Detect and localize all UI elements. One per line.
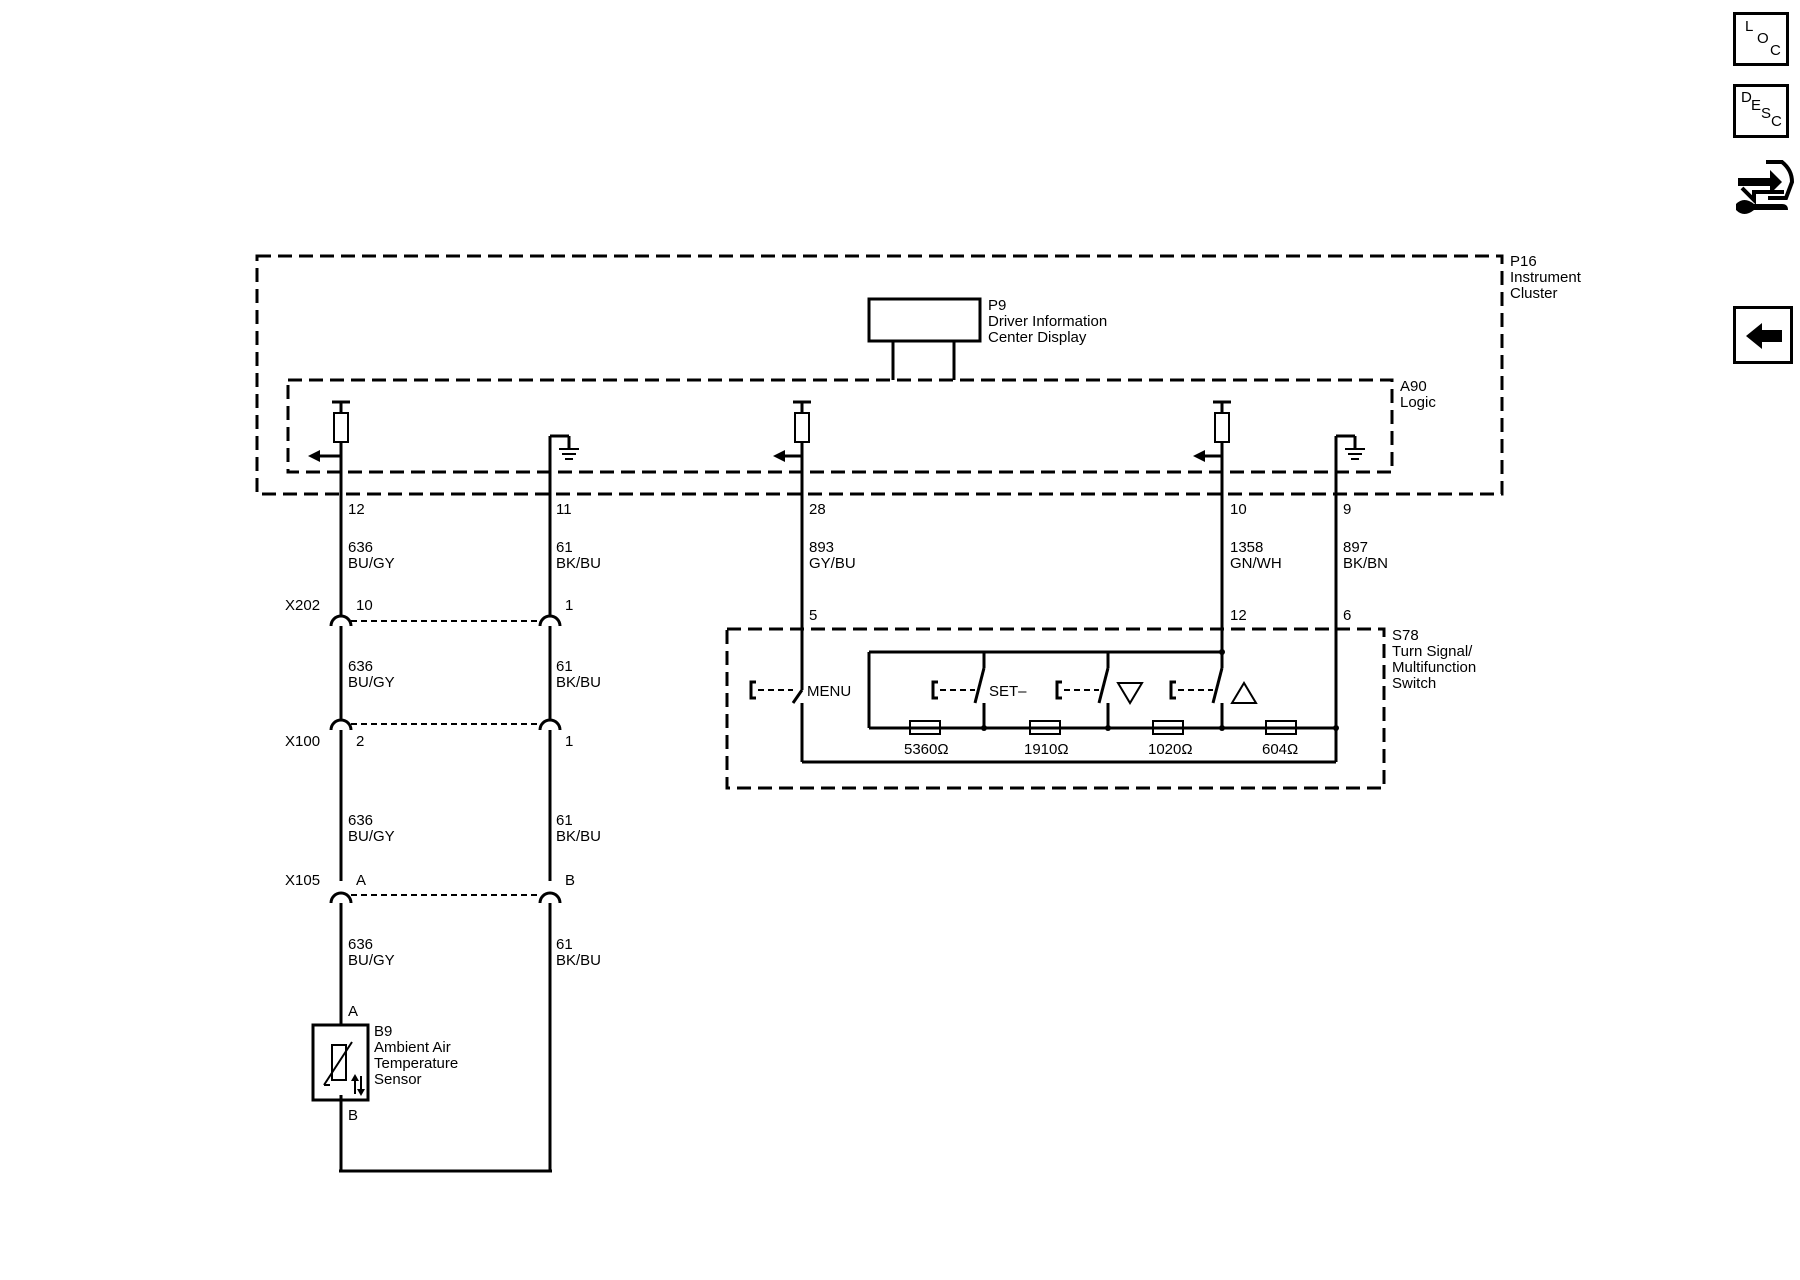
a90-name: Logic: [1400, 394, 1436, 411]
wire-897-circuit: 897: [1343, 539, 1368, 556]
p16-instrument-cluster-boundary: [255, 254, 1504, 496]
pullup-pin-10-fuse-icon: [1193, 400, 1231, 462]
menu-switch-label: MENU: [807, 683, 851, 700]
s78-name-line1: Turn Signal/: [1392, 643, 1473, 660]
p16-name-line2: Cluster: [1510, 285, 1558, 302]
p16-name-line1: Instrument: [1510, 269, 1582, 286]
resistor-4-value: 604Ω: [1262, 741, 1298, 758]
pullup-pin-28-fuse-icon: [773, 400, 811, 462]
connector-x202-pin-left: 10: [356, 597, 373, 614]
wire-636-circuit-4: 636: [348, 936, 373, 953]
resistor-2-value: 1910Ω: [1024, 741, 1069, 758]
wire-636-circuit: 636: [348, 539, 373, 556]
b9-pin-a: A: [348, 1003, 358, 1020]
p16-pin-28: 28: [809, 501, 826, 518]
b9-name-line2: Temperature: [374, 1055, 458, 1072]
s78-name-line3: Switch: [1392, 675, 1436, 692]
wire-1358-color: GN/WH: [1230, 555, 1282, 572]
wire-636-circuit-2: 636: [348, 658, 373, 675]
loc-icon-letter-o: O: [1757, 30, 1769, 47]
connector-x100: [329, 718, 562, 731]
pullup-pin-12-fuse-icon: [308, 400, 350, 462]
wire-636-color: BU/GY: [348, 555, 395, 572]
resistor-3-value: 1020Ω: [1148, 741, 1193, 758]
b9-name-line1: Ambient Air: [374, 1039, 451, 1056]
p16-pin-12: 12: [348, 501, 365, 518]
junction-pin-6: [1333, 725, 1339, 731]
b9-id: B9: [374, 1023, 392, 1040]
back-button[interactable]: [1733, 306, 1793, 364]
ground-pin-11-ground-icon: [548, 434, 579, 494]
wire-61-circuit: 61: [556, 539, 573, 556]
connector-x202: [329, 614, 562, 627]
desc-icon-letter-s: S: [1761, 105, 1772, 122]
desc-icon-letter-d: D: [1741, 89, 1752, 106]
s78-pin-5: 5: [809, 607, 817, 624]
wire-61-color: BK/BU: [556, 555, 601, 572]
switch-ladder: [802, 650, 1338, 764]
set-switch: [931, 652, 987, 731]
connector-x100-pin-right: 1: [565, 733, 573, 750]
connector-x100-pin-left: 2: [356, 733, 364, 750]
b9-thermistor-icon: [311, 1023, 370, 1102]
up-switch-up-triangle-icon: [1169, 649, 1258, 731]
wire-897-color: BK/BN: [1343, 555, 1388, 572]
p16-pin-11: 11: [556, 501, 572, 518]
wire-61-color-2: BK/BU: [556, 674, 601, 691]
wire-61-color-4: BK/BU: [556, 952, 601, 969]
p9-driver-information-center-display: [867, 297, 982, 380]
wire-636-color-3: BU/GY: [348, 828, 395, 845]
resistor-1-body: [909, 720, 941, 735]
p9-id: P9: [988, 297, 1006, 314]
wire-636-color-2: BU/GY: [348, 674, 395, 691]
s78-name-line2: Multifunction: [1392, 659, 1476, 676]
p16-pin-10: 10: [1230, 501, 1247, 518]
connector-x105-name: X105: [285, 872, 320, 889]
connector-x202-pin-right: 1: [565, 597, 573, 614]
down-switch-down-triangle-icon: [1055, 652, 1144, 731]
resistor-2-body: [1029, 720, 1061, 735]
wire-61-circuit-4: 61: [556, 936, 573, 953]
menu-switch: [749, 680, 804, 762]
wire-1358-circuit: 1358: [1230, 539, 1263, 556]
wire-636-circuit-3: 636: [348, 812, 373, 829]
connector-x202-name: X202: [285, 597, 320, 614]
p9-name-line2: Center Display: [988, 329, 1087, 346]
s78-id: S78: [1392, 627, 1419, 644]
s78-switch-boundary: [725, 627, 1386, 790]
resistor-1-value: 5360Ω: [904, 741, 949, 758]
set-switch-label: SET–: [989, 683, 1027, 700]
back-arrow-icon: [1746, 323, 1782, 349]
connector-x105-pin-right: B: [565, 872, 575, 889]
wire-61-circuit-3: 61: [556, 812, 573, 829]
wire-61-circuit-2: 61: [556, 658, 573, 675]
loc-button[interactable]: L O C: [1733, 12, 1789, 66]
p16-pin-9: 9: [1343, 501, 1351, 518]
desc-button[interactable]: D E S C: [1733, 84, 1789, 138]
desc-icon-letter-e: E: [1751, 97, 1762, 114]
wire-893-color: GY/BU: [809, 555, 856, 572]
a90-id: A90: [1400, 378, 1427, 395]
b9-pin-b: B: [348, 1107, 358, 1124]
wire-61-color-3: BK/BU: [556, 828, 601, 845]
loc-icon-letter-c: C: [1770, 42, 1781, 59]
connector-x105-pin-left: A: [356, 872, 366, 889]
p16-id: P16: [1510, 253, 1537, 270]
desc-icon-letter-c: C: [1771, 113, 1782, 130]
a90-logic-boundary: [286, 378, 1394, 474]
connector-hand-icon[interactable]: [1730, 152, 1796, 218]
wire-893-circuit: 893: [809, 539, 834, 556]
p9-name-line1: Driver Information: [988, 313, 1107, 330]
connector-x100-name: X100: [285, 733, 320, 750]
resistor-4-body: [1265, 720, 1297, 735]
ground-pin-9-ground-icon: [1334, 434, 1365, 494]
loc-icon-letter-l: L: [1745, 18, 1754, 35]
b9-name-line3: Sensor: [374, 1071, 422, 1088]
resistor-3-body: [1152, 720, 1184, 735]
s78-pin-12: 12: [1230, 607, 1247, 624]
connector-x105: [329, 891, 562, 904]
wire-636-color-4: BU/GY: [348, 952, 395, 969]
s78-pin-6: 6: [1343, 607, 1351, 624]
